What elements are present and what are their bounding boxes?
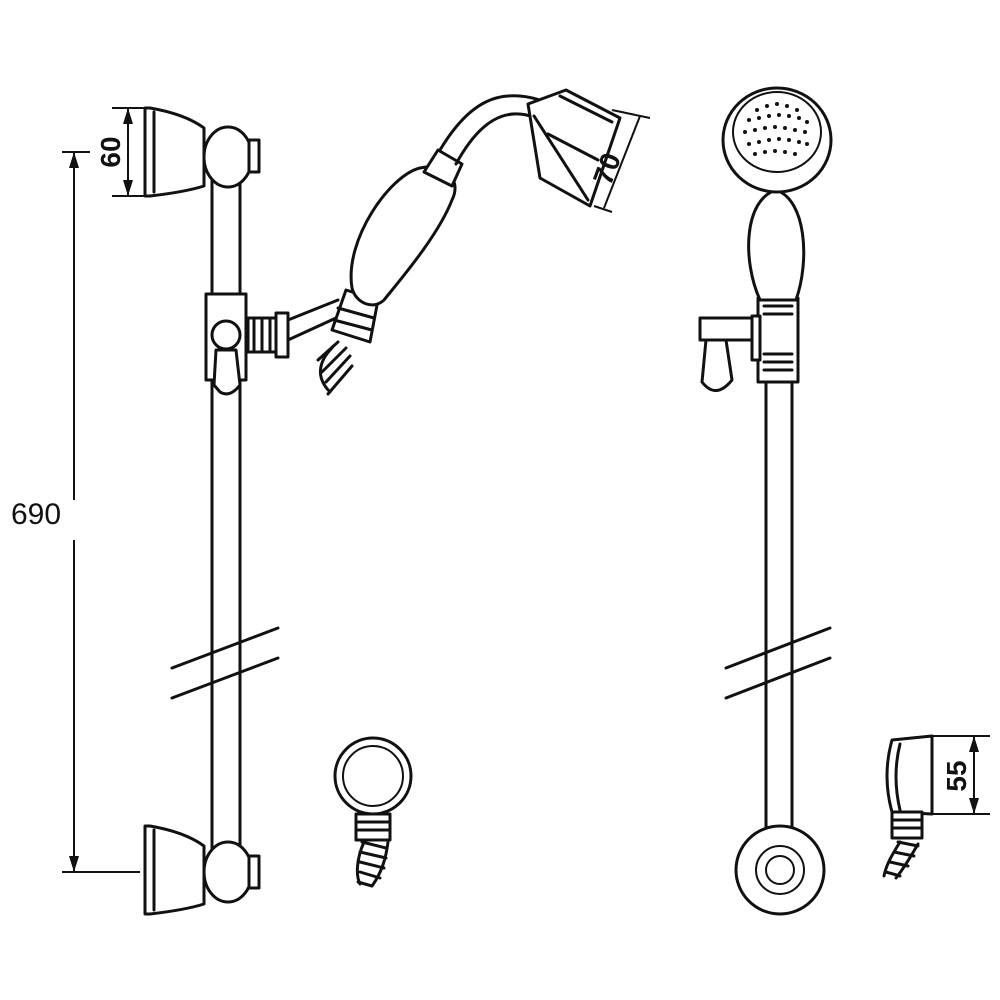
left-top-wall-bracket xyxy=(143,106,206,198)
bracket-height-dimension: 60 xyxy=(95,107,150,197)
right-rail-assembly xyxy=(698,86,833,916)
left-top-bracket-knob xyxy=(202,125,254,189)
left-hose-spiral xyxy=(316,340,354,396)
right-handset-handle xyxy=(747,188,806,302)
outlet-height-label: 55 xyxy=(941,760,972,791)
bracket-height-label: 60 xyxy=(95,136,126,167)
outlet-height-dimension: 55 xyxy=(930,735,990,815)
wall-outlet-hose xyxy=(355,840,390,888)
left-slider-screw xyxy=(210,319,242,351)
shower-head-nozzles xyxy=(743,102,809,156)
overall-length-label: 690 xyxy=(11,498,61,531)
overall-length-dimension: 690 xyxy=(11,151,140,873)
left-rail-assembly xyxy=(143,106,340,916)
right-shower-head xyxy=(721,86,833,194)
left-handset: 70 xyxy=(316,88,651,396)
head-dimension-line xyxy=(593,109,651,213)
outlet-hose xyxy=(882,840,920,880)
left-rail-break-mark xyxy=(170,626,280,700)
left-bottom-bracket-knob xyxy=(202,840,254,904)
right-rail xyxy=(764,378,794,844)
left-bottom-wall-bracket xyxy=(143,824,206,916)
left-handset-handle xyxy=(349,165,457,307)
right-rail-break-mark xyxy=(724,626,832,700)
right-bottom-bracket xyxy=(734,824,826,916)
wall-outlet-side xyxy=(882,734,934,880)
wall-outlet-ring xyxy=(333,736,413,888)
left-rail xyxy=(210,178,242,850)
